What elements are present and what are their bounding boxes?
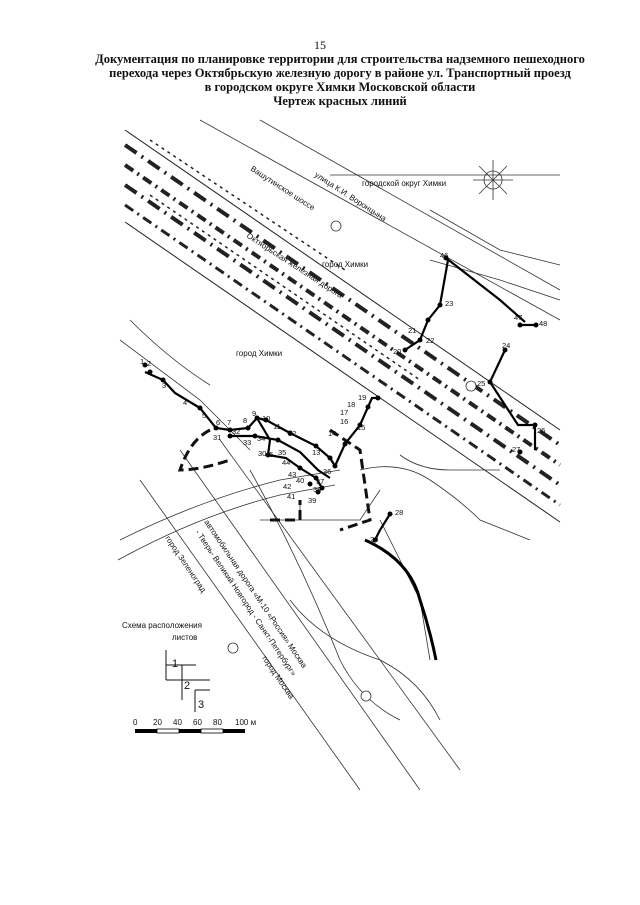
label-city-khimki-left: город Химки [236, 349, 282, 358]
point-label: 40 [296, 476, 304, 485]
point-label: 26 [537, 426, 545, 435]
roads [117, 119, 561, 791]
scale-tick: 60 [193, 718, 202, 727]
point-label: 2 [147, 359, 151, 368]
point-label: 38 [313, 485, 321, 494]
red-line-points [142, 255, 539, 543]
point-label: 14 [328, 429, 336, 438]
point-label: 42 [283, 482, 291, 491]
scale-tick: 0 [133, 718, 138, 727]
point-label: 33 [243, 438, 251, 447]
point-label: 37 [316, 477, 324, 486]
title-line: Чертеж красных линий [273, 94, 407, 108]
point-label: 8 [243, 416, 247, 425]
point-label: 6 [216, 418, 220, 427]
point-label: 28 [395, 508, 403, 517]
point-label: 11 [273, 422, 281, 431]
road-edge [364, 538, 438, 661]
page-number: 15 [314, 38, 326, 52]
label-city-district: городской округ Химки [362, 179, 446, 188]
point-label: 20 [393, 347, 401, 356]
point-label: 5 [202, 411, 206, 420]
point-label: 3 [162, 381, 166, 390]
scale-bar: 0 20 40 60 80 100 м [133, 718, 256, 734]
sheet-layout-scheme: Схема расположения листов 1 2 3 [122, 621, 210, 712]
railway-tracks [123, 129, 562, 523]
point-label: 22 [426, 336, 434, 345]
scheme-sheet: 2 [184, 680, 190, 692]
point-label: 41 [287, 492, 295, 501]
point-label: 12 [288, 429, 296, 438]
point-label: 48 [539, 319, 547, 328]
label-vashutinskoe: Вашутинское шоссе [249, 164, 317, 213]
point-labels: 1 2 3 4 5 6 7 8 9 10 11 12 13 14 15 16 1… [140, 251, 547, 544]
point-label: 10 [262, 414, 270, 423]
point-label: 24 [502, 341, 510, 350]
point-label: 27 [512, 445, 520, 454]
point-label: 4 [183, 398, 187, 407]
red-line-boundary [177, 428, 372, 532]
title-line: перехода через Октябрьскую железную доро… [109, 66, 571, 80]
red-line-polylines [144, 257, 537, 541]
point-label: 15 [357, 423, 365, 432]
point-label: 32 [232, 427, 240, 436]
point-label: 30 [258, 449, 266, 458]
scheme-title: Схема расположения [122, 621, 202, 630]
title-line: Документация по планировке территории дл… [95, 52, 585, 66]
point-label: 29 [370, 535, 378, 544]
scheme-sheet: 3 [198, 699, 204, 711]
point-label: 46 [440, 251, 448, 260]
point-label: 45 [265, 450, 273, 459]
point-label: 17 [340, 408, 348, 417]
label-city-khimki-top: город Химки [322, 260, 368, 269]
point-label: 1 [140, 357, 144, 366]
point-label: 18 [347, 400, 355, 409]
label-m10-line2: - Тверь- Великий Новгород - Санкт-Петерб… [193, 528, 298, 678]
scheme-subtitle: листов [172, 633, 197, 642]
point-label: 34 [257, 434, 265, 443]
point-label: 43 [288, 470, 296, 479]
point-label: 31 [213, 433, 221, 442]
road-markers [227, 220, 477, 702]
document-title: Документация по планировке территории дл… [80, 52, 600, 108]
point-label: 23 [445, 299, 453, 308]
scale-tick: 20 [153, 718, 162, 727]
compass-icon [473, 160, 513, 200]
point-label: 47 [514, 313, 522, 322]
point-label: 36 [323, 467, 331, 476]
point-label: 9 [252, 409, 256, 418]
title-line: в городском округе Химки Московской обла… [204, 80, 476, 94]
point-label: 13 [312, 448, 320, 457]
point-label: 16 [340, 417, 348, 426]
scale-tick: 100 м [235, 718, 256, 727]
point-label: 7 [227, 418, 231, 427]
scale-tick: 80 [213, 718, 222, 727]
scheme-sheet: 1 [172, 658, 178, 670]
point-label: 44 [282, 458, 290, 467]
point-label: 39 [308, 496, 316, 505]
point-label: 25 [477, 379, 485, 388]
scale-tick: 40 [173, 718, 182, 727]
point-label: 35 [278, 448, 286, 457]
point-label: 21 [408, 326, 416, 335]
point-label: 19 [358, 393, 366, 402]
